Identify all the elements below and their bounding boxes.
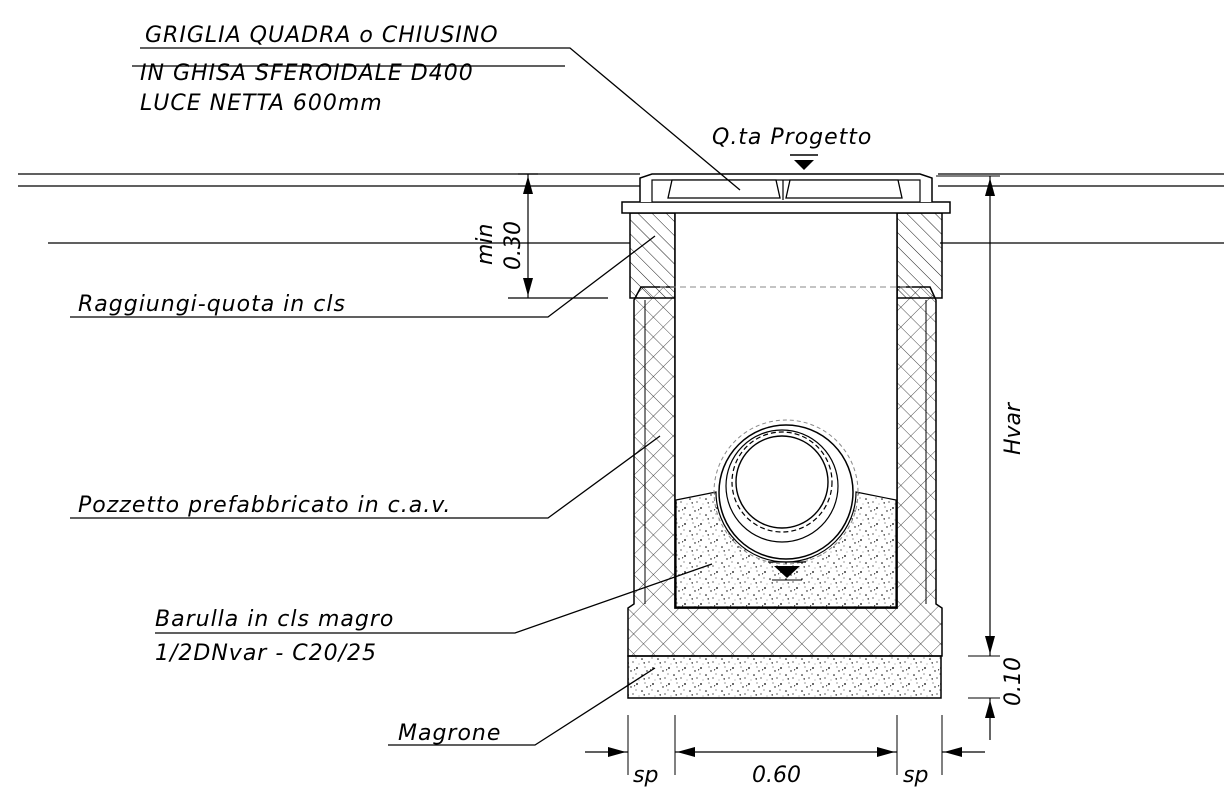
cover-grate-frame bbox=[621, 173, 951, 214]
dim-wall-right: sp bbox=[903, 763, 928, 788]
label-riser: Raggiungi-quota in cls bbox=[78, 292, 346, 317]
riser-ring-right bbox=[896, 212, 943, 299]
dim-height-label: Hvar bbox=[1001, 401, 1026, 455]
dim-cover-min-label: min bbox=[473, 224, 498, 266]
benching-fill bbox=[675, 491, 897, 608]
label-benching-line2: 1/2DNvar - C20/25 bbox=[155, 641, 377, 666]
dimension-bottom-widths bbox=[585, 715, 985, 775]
label-blinding: Magrone bbox=[398, 721, 501, 746]
riser-ring-left bbox=[629, 212, 676, 299]
label-benching-line1: Barulla in cls magro bbox=[155, 607, 394, 632]
label-grate-line2: IN GHISA SFEROIDALE D400 bbox=[140, 61, 474, 86]
pipe-section bbox=[713, 419, 859, 565]
dim-blinding-value: 0.10 bbox=[1001, 657, 1026, 706]
dim-cover-min-value: 0.30 bbox=[501, 221, 526, 270]
label-grate-line3: LUCE NETTA 600mm bbox=[140, 91, 383, 116]
blinding-layer bbox=[627, 655, 942, 699]
label-design-level: Q.ta Progetto bbox=[712, 125, 872, 150]
dim-inner-width: 0.60 bbox=[752, 763, 801, 788]
design-level-marker bbox=[790, 154, 818, 170]
dim-wall-left: sp bbox=[633, 763, 658, 788]
label-grate-line1: GRIGLIA QUADRA o CHIUSINO bbox=[145, 23, 499, 48]
water-level-icon bbox=[768, 561, 806, 581]
dimension-cover-min bbox=[508, 173, 608, 299]
leader-lines bbox=[70, 47, 741, 746]
ground-surface-lines bbox=[18, 173, 1224, 244]
dimension-height bbox=[936, 175, 1000, 656]
label-manhole: Pozzetto prefabbricato in c.a.v. bbox=[78, 493, 451, 518]
dimension-blinding bbox=[968, 655, 1000, 740]
